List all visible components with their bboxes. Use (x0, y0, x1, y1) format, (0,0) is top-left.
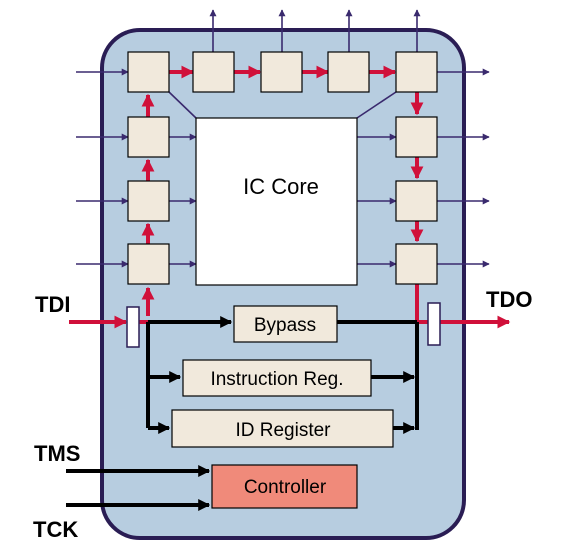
right-output-pins (437, 68, 490, 268)
register-paths (66, 316, 419, 511)
top-output-pins (209, 9, 421, 54)
tdi-buffer (126, 306, 140, 348)
id-register-label: ID Register (235, 420, 331, 441)
boundary-cell (395, 180, 438, 222)
tms-label: TMS (34, 441, 80, 466)
bypass-register (233, 305, 338, 343)
instruction-reg-label: Instruction Reg. (210, 369, 343, 390)
boundary-cell (127, 180, 170, 222)
ic-core (195, 117, 358, 286)
tdo-label: TDO (486, 287, 532, 312)
bypass-label: Bypass (254, 315, 316, 336)
instruction-register (182, 359, 372, 397)
boundary-cell (395, 116, 438, 158)
boundary-cell (395, 243, 438, 285)
boundary-cell (127, 51, 170, 93)
ic-core-label: IC Core (243, 174, 319, 199)
boundary-cell (127, 116, 170, 158)
boundary-cell (127, 243, 170, 285)
boundary-cell (192, 51, 235, 93)
controller (211, 464, 358, 509)
core-connections (168, 91, 397, 268)
boundary-scan-cells (127, 51, 438, 285)
tdi-label: TDI (35, 292, 70, 317)
boundary-cell (395, 51, 438, 93)
controller-label: Controller (244, 477, 327, 498)
tck-label: TCK (33, 517, 78, 542)
tdo-buffer (427, 302, 441, 346)
id-register (171, 409, 394, 448)
boundary-cell (327, 51, 370, 93)
left-input-pins (76, 68, 129, 268)
boundary-cell (260, 51, 303, 93)
